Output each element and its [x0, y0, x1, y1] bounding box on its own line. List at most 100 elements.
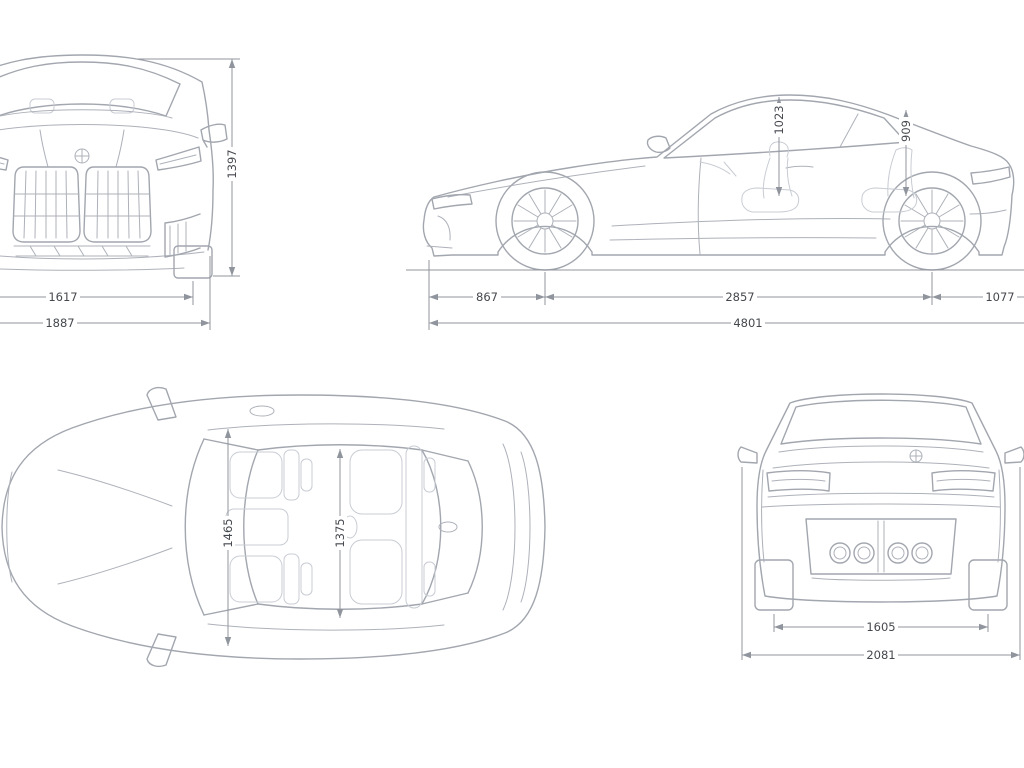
top-windshield-base [184, 438, 205, 616]
dim-label-rear-interior-height: 909 [899, 117, 913, 145]
exhaust-tip [829, 542, 851, 564]
front-hood-crease [0, 124, 199, 139]
dim-label-front-interior-width: 1465 [221, 516, 235, 550]
front-interior-height-value: 1023 [772, 105, 786, 134]
side-rear-tire [882, 171, 982, 271]
front-splitter-line [0, 267, 185, 271]
rear-seat-ghost [861, 147, 918, 213]
label-backing [772, 103, 786, 137]
exhaust-tip [853, 542, 875, 564]
rear-bumper-top-line [761, 503, 1001, 508]
side-rear-rim [898, 187, 966, 255]
front-overhang-value: 867 [476, 290, 498, 304]
side-glasshouse [663, 99, 907, 159]
rear-window [780, 399, 982, 445]
rear-tire-right [968, 559, 1008, 611]
side-view [406, 94, 1024, 271]
front-seat-headrest [300, 458, 313, 492]
exhaust-tip-inner [915, 546, 929, 560]
rear-taillight-right-inner [936, 479, 991, 482]
front-cowl-line [0, 109, 173, 119]
front-headlight-right-inner [159, 154, 197, 165]
front-side-intake-right-mesh [169, 221, 187, 256]
front-grille-mesh-left [13, 170, 81, 239]
front-mirror-right [200, 123, 228, 148]
dim-label-overall-length: 4801 [731, 316, 765, 330]
exhaust-tip-inner [891, 546, 905, 560]
exhaust-tip [887, 542, 909, 564]
dim-label-rear-track: 1605 [864, 620, 898, 634]
top-interior-ghost [225, 445, 436, 609]
front-hood-v-lines [39, 129, 125, 168]
label-backing [731, 316, 765, 330]
rear-body-outline [756, 393, 1006, 603]
side-front-spokes [513, 189, 577, 253]
side-taillight [970, 166, 1011, 185]
top-mirror-upper [146, 386, 177, 421]
rear-seat-cushion [349, 449, 403, 515]
front-seat-cushion [229, 555, 283, 603]
label-backing [225, 147, 239, 181]
dashboard-ghost [699, 161, 737, 177]
rear-view-dimensions: 1605 2081 [741, 467, 1021, 662]
rear-interior-width-value: 1375 [333, 518, 347, 547]
dim-label-track: 1617 [46, 290, 80, 304]
side-body-outline [422, 94, 1015, 257]
rear-crease-line [767, 492, 995, 498]
front-track-value: 1617 [48, 290, 77, 304]
front-cabin-headrest-left [29, 98, 55, 114]
rear-diffuser-fins [877, 520, 885, 573]
top-spoiler-line [520, 451, 531, 603]
front-headlight-left-inner [0, 162, 5, 165]
extension-line [192, 281, 194, 305]
front-seat-back [283, 553, 300, 605]
exhaust-tip-inner [833, 546, 847, 560]
rear-side-inner-lines [761, 469, 1001, 563]
top-body-outline [1, 394, 546, 660]
side-headlight [431, 193, 473, 210]
top-hood-v-lines [57, 469, 173, 585]
rear-overall-width-value: 2081 [866, 648, 895, 662]
rear-taillight-left [766, 470, 831, 492]
side-mirror [646, 135, 671, 154]
side-character-line [611, 217, 891, 227]
dim-label-rear-overall-width: 2081 [864, 648, 898, 662]
rear-diffuser [805, 518, 957, 575]
top-view [1, 386, 546, 668]
label-backing [333, 516, 347, 550]
label-backing [46, 290, 80, 304]
dim-label-overall-width: 1887 [43, 316, 77, 330]
rear-tire-left [754, 559, 794, 611]
side-door-handle [785, 165, 814, 169]
front-bumper-lower-line [0, 251, 205, 260]
side-bumper-vent [426, 215, 453, 249]
dim-label-front-interior-height: 1023 [772, 103, 786, 137]
top-view-dimensions: 1465 1375 [221, 429, 347, 646]
front-roundel-cross-icon [74, 148, 90, 164]
front-center-mesh [13, 245, 151, 257]
dim-label-rear-overhang: 1077 [983, 290, 1017, 304]
extension-line [209, 256, 211, 330]
dim-label-height: 1397 [225, 147, 239, 181]
top-c-pillars [421, 449, 469, 605]
side-rocker-line [609, 237, 877, 241]
top-antenna-fin [438, 521, 458, 533]
side-rear-spokes [900, 189, 964, 253]
exhaust-tip-inner [857, 546, 871, 560]
side-front-tire [495, 171, 595, 271]
rear-seat-headrest [423, 457, 436, 493]
label-backing [473, 290, 501, 304]
rear-taillight-right [931, 470, 996, 492]
rear-roundel-cross-icon [909, 449, 923, 463]
front-grille-mesh-right [83, 170, 151, 239]
label-backing [899, 117, 913, 145]
front-view [0, 54, 228, 279]
front-view-dimensions: 1397 1617 1887 [0, 58, 240, 330]
label-backing [864, 648, 898, 662]
rear-view [737, 393, 1024, 611]
dim-label-front-overhang: 867 [473, 290, 501, 304]
rear-trunk-line [778, 445, 984, 453]
rear-seat-back [405, 445, 423, 609]
